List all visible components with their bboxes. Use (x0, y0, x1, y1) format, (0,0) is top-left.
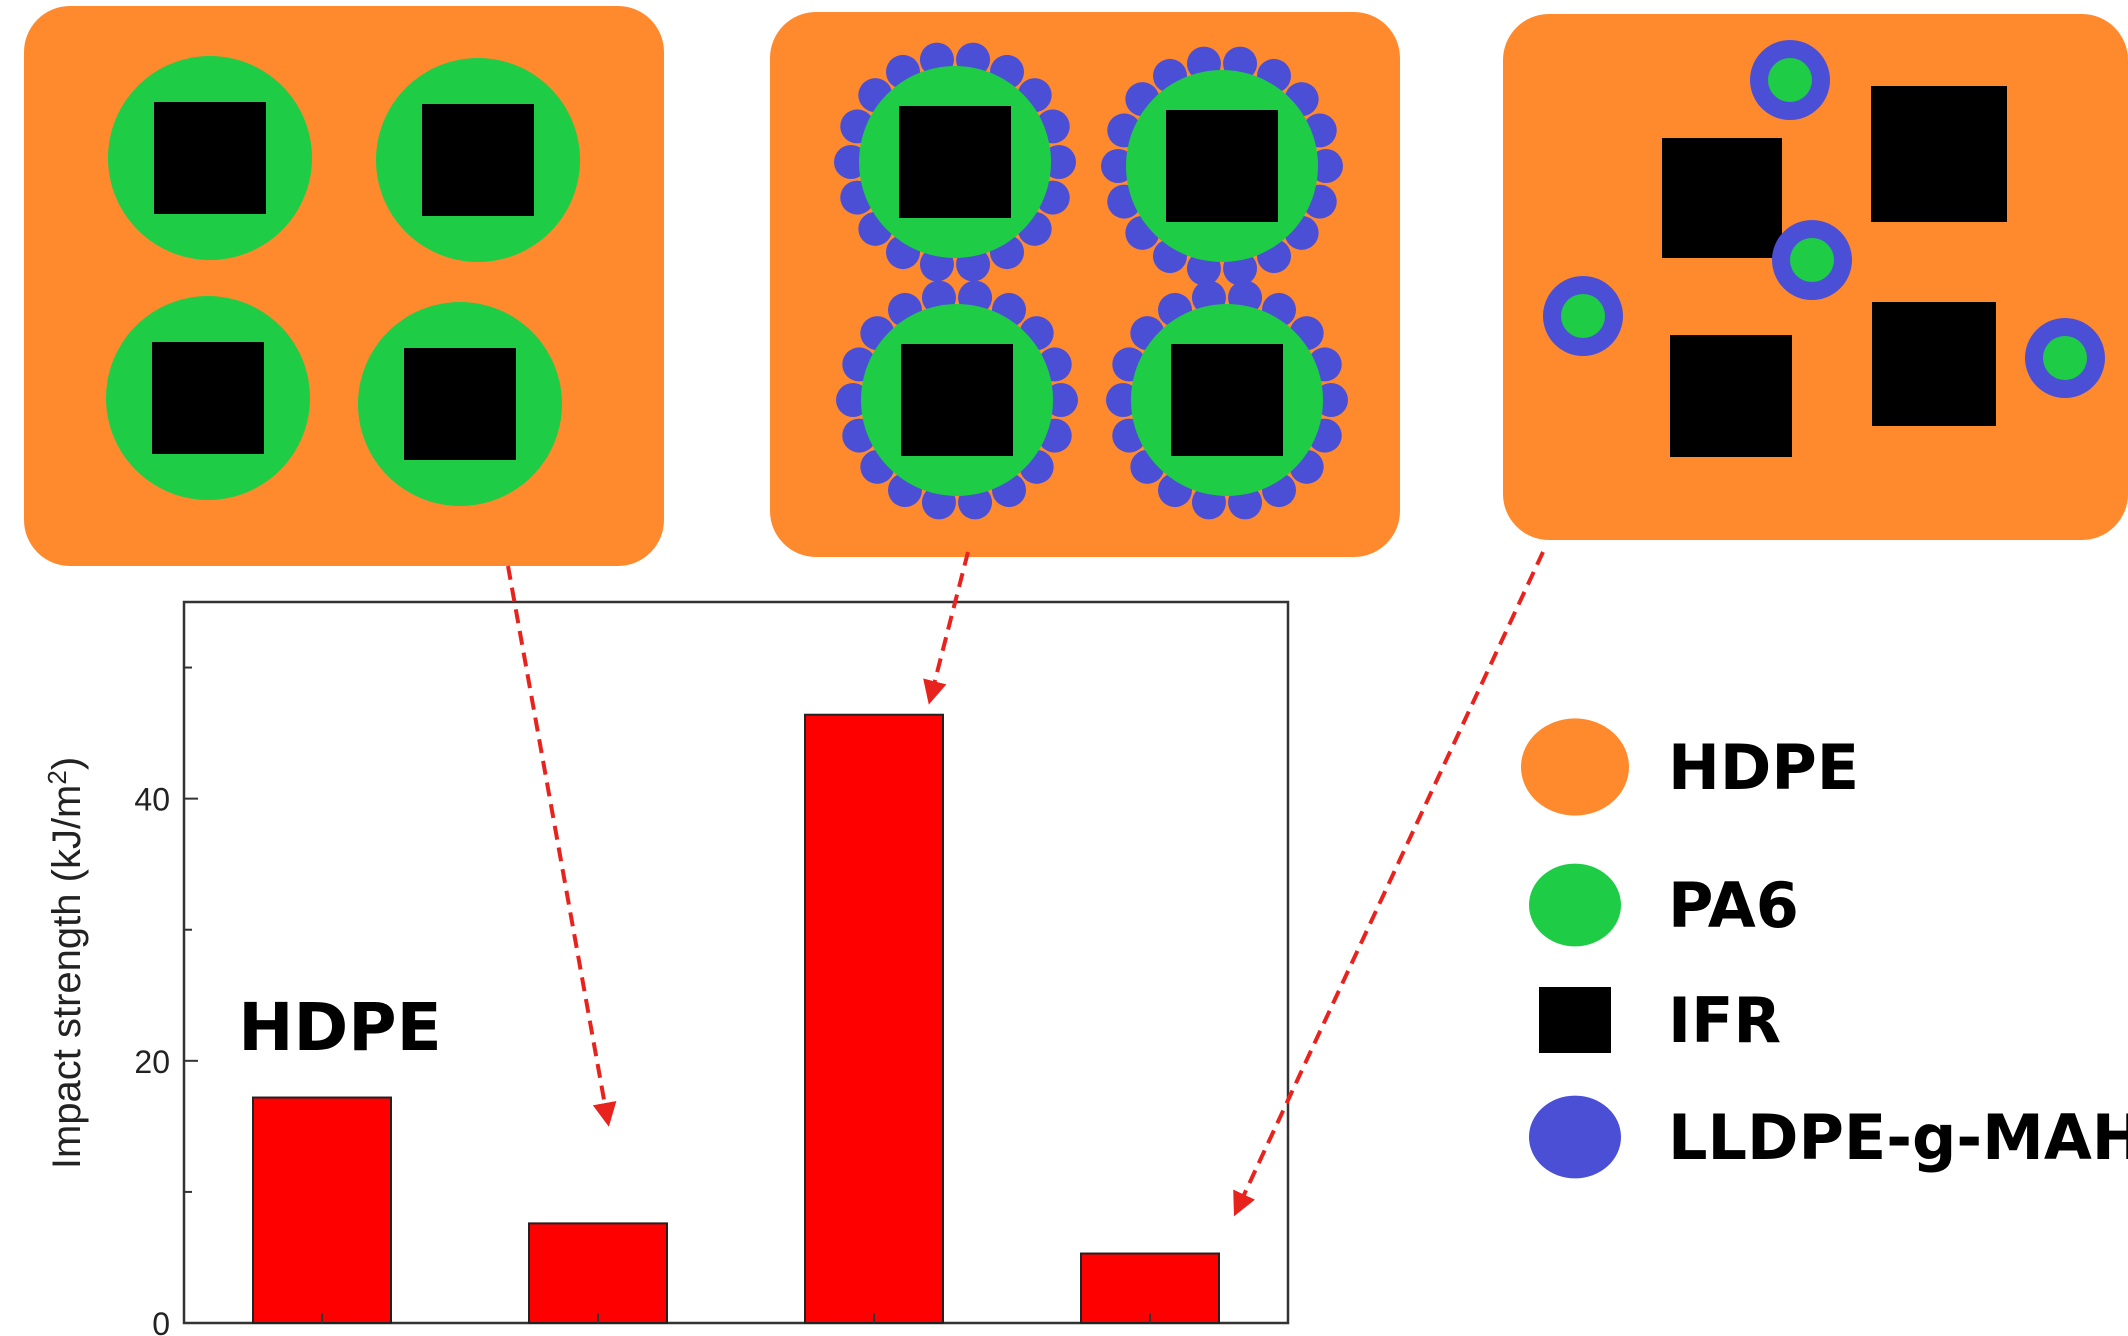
arrow-panel-1 (506, 565, 617, 1127)
legend-swatch-hdpe (1521, 718, 1629, 816)
arrow-panel-3 (1233, 551, 1545, 1217)
ifr-core (404, 348, 516, 460)
bar-4 (1080, 1252, 1220, 1325)
legend-label-lldpe-g-mah: LLDPE-g-MAH (1668, 1101, 2128, 1174)
ifr-particle (1662, 138, 1782, 258)
y-tick-label: 40 (134, 782, 170, 818)
ifr-particle (1871, 86, 2007, 222)
legend-swatch-lldpe-g-mah (1529, 1095, 1621, 1179)
morphology-panels (24, 6, 2128, 566)
bar-series (252, 713, 1220, 1325)
pa6-domain (1561, 294, 1605, 338)
ifr-core (422, 104, 534, 216)
legend-label-ifr: IFR (1668, 984, 1781, 1057)
pa6-domain (2043, 336, 2087, 380)
ifr-particle (1670, 335, 1792, 457)
bar-chart: 0 20 40 Impact strength (kJ/m2) HDPE (42, 600, 1290, 1336)
legend-swatch-pa6 (1529, 863, 1621, 947)
arrow-panel-2 (923, 551, 970, 705)
y-tick-label: 0 (152, 1306, 170, 1336)
ifr-core (901, 344, 1013, 456)
ifr-core (899, 106, 1011, 218)
bar-annotation-hdpe: HDPE (238, 989, 441, 1066)
legend-label-pa6: PA6 (1668, 869, 1799, 942)
y-tick-label: 20 (134, 1044, 170, 1080)
pa6-domain (1768, 58, 1812, 102)
legend-label-hdpe: HDPE (1668, 731, 1859, 804)
panel-1-hdpe-matrix (24, 6, 664, 566)
ifr-particle (1872, 302, 1996, 426)
ifr-core (1166, 110, 1278, 222)
legend-swatch-ifr (1539, 987, 1611, 1053)
ifr-core (1171, 344, 1283, 456)
bar-1 (252, 1096, 392, 1325)
y-axis: 0 20 40 (134, 666, 1151, 1336)
ifr-core (152, 342, 264, 454)
pointer-arrows (506, 551, 1545, 1217)
pa6-domain (1790, 238, 1834, 282)
bar-3 (804, 713, 944, 1324)
bar-2 (528, 1222, 668, 1324)
ifr-core (154, 102, 266, 214)
y-axis-label: Impact strength (kJ/m2) (42, 757, 89, 1169)
